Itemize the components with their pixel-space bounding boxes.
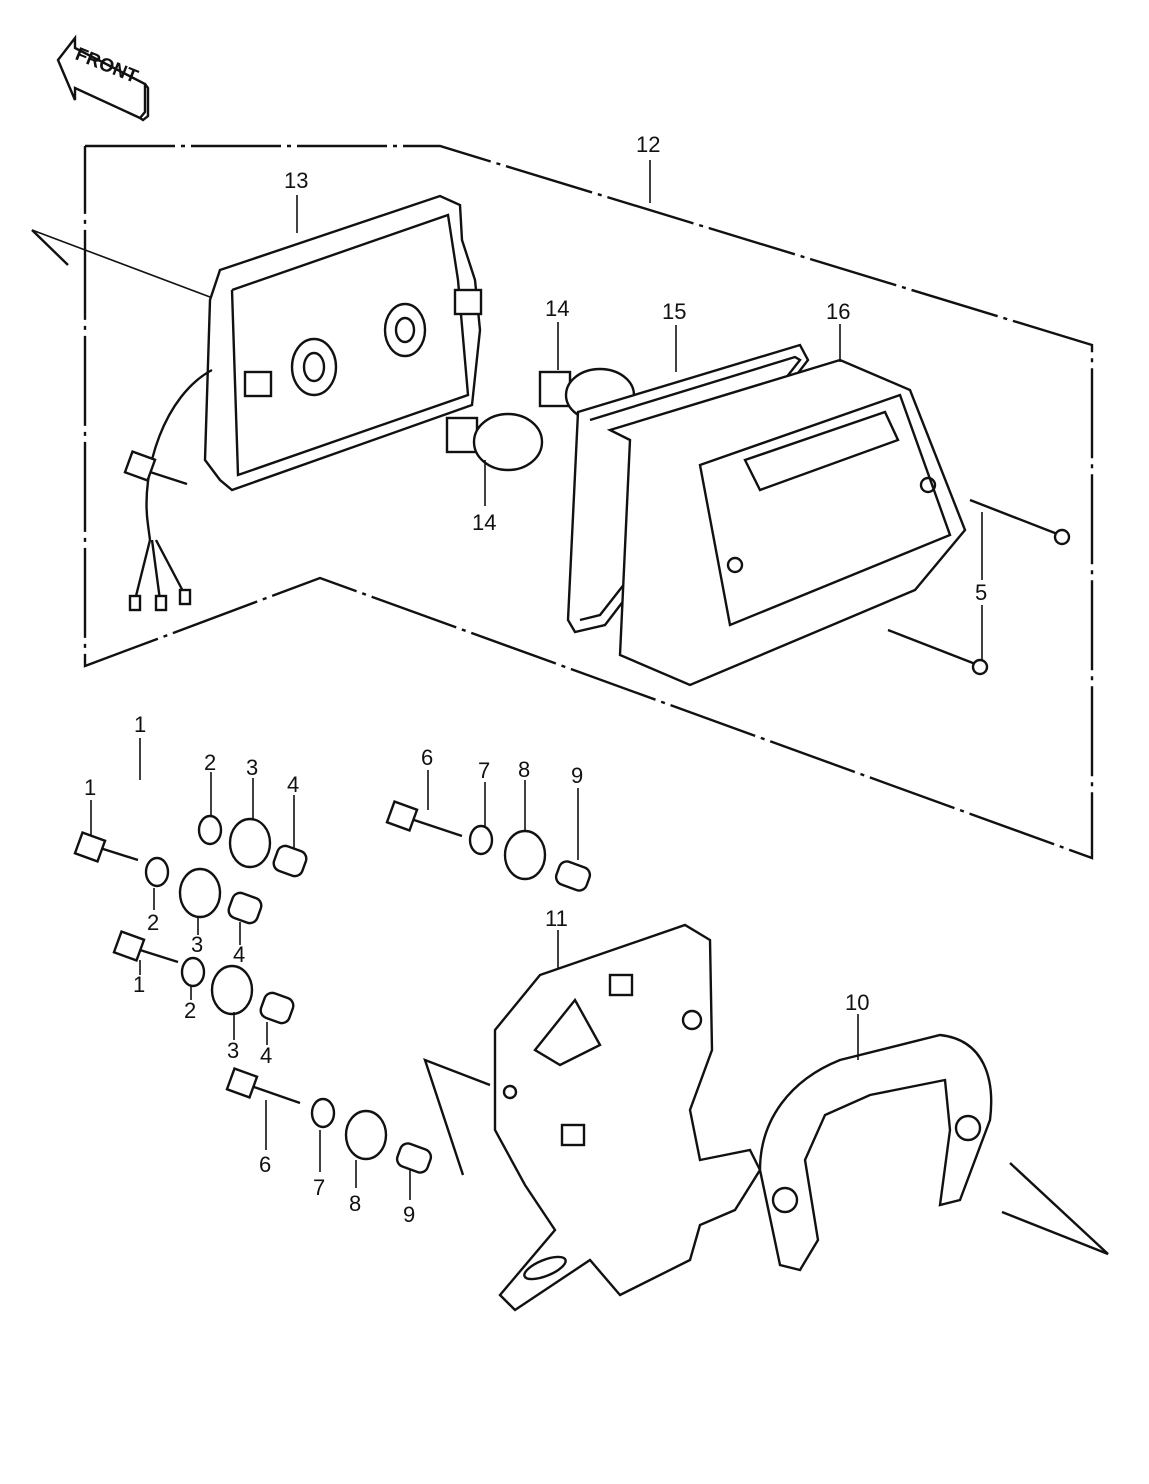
assembly-outline — [83, 144, 1094, 860]
callout-4-top: 4 — [287, 772, 299, 797]
callout-2-top: 2 — [204, 750, 216, 775]
callout-5: 5 — [975, 580, 987, 605]
callout-6-bottom: 6 — [259, 1152, 271, 1177]
callout-3-bottom: 3 — [227, 1038, 239, 1063]
callout-8-bottom: 8 — [349, 1191, 361, 1216]
callout-2-mid: 2 — [147, 910, 159, 935]
callout-14-lower: 14 — [472, 510, 496, 535]
callout-labels: 12 13 14 15 16 14 5 1 2 3 4 1 2 3 4 1 2 … — [84, 132, 987, 1227]
callout-11: 11 — [545, 906, 568, 931]
screw-upper — [969, 498, 1071, 546]
hardware-row-5 — [225, 1057, 491, 1176]
bulb-lower — [445, 412, 544, 472]
callout-16: 16 — [826, 299, 850, 324]
left-direction-arrow — [31, 229, 211, 298]
hardware-row-1 — [123, 450, 308, 878]
callout-1-mid: 1 — [84, 775, 96, 800]
grab-handle — [758, 1033, 993, 1272]
callout-1-top: 1 — [134, 712, 146, 737]
callout-4-bottom: 4 — [260, 1043, 272, 1068]
leader-lines — [90, 160, 983, 1200]
callout-7-bottom: 7 — [313, 1175, 325, 1200]
callout-1-bottom: 1 — [133, 972, 145, 997]
callout-10: 10 — [845, 990, 869, 1015]
callout-2-bottom: 2 — [184, 998, 196, 1023]
callout-12: 12 — [636, 132, 660, 157]
callout-14-upper: 14 — [545, 296, 569, 321]
callout-3-top: 3 — [246, 755, 258, 780]
callout-7-top: 7 — [478, 758, 490, 783]
hardware-row-3 — [112, 930, 295, 1025]
front-label: FRONT — [72, 44, 141, 88]
callout-15: 15 — [662, 299, 686, 324]
callout-9-top: 9 — [571, 763, 583, 788]
callout-6-top: 6 — [421, 745, 433, 770]
callout-8-top: 8 — [518, 757, 530, 782]
screw-lower — [887, 628, 989, 676]
tail-lens — [606, 358, 967, 687]
lamp-base — [128, 194, 483, 612]
hardware-row-2 — [73, 831, 263, 925]
callout-4-mid: 4 — [233, 942, 245, 967]
callout-13: 13 — [284, 168, 308, 193]
mounting-bracket — [493, 923, 762, 1312]
callout-9-bottom: 9 — [403, 1202, 415, 1227]
hardware-row-4 — [385, 800, 592, 892]
callout-3-mid: 3 — [191, 932, 203, 957]
front-arrow-badge: FRONT — [56, 34, 150, 122]
right-direction-arrow — [1001, 1162, 1109, 1256]
